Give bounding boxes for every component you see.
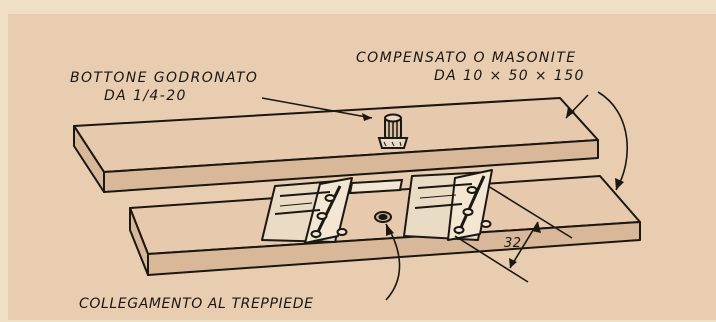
board-label-line1: COMPENSATO O MASONITE xyxy=(356,50,577,66)
leader-lines xyxy=(261,91,629,301)
hinge-slot xyxy=(348,178,404,195)
knob-label-line1: BOTTONE GODRONATO xyxy=(70,70,259,86)
tripod-hole xyxy=(374,211,392,223)
knurled-knob xyxy=(377,113,409,149)
dimension-mark xyxy=(454,185,573,283)
tripod-label: COLLEGAMENTO AL TREPPIEDE xyxy=(79,296,314,312)
knob-label-line2: DA 1/4-20 xyxy=(104,88,187,104)
upper-board xyxy=(73,97,599,193)
board-label-line2: DA 10 × 50 × 150 xyxy=(434,68,585,84)
left-hinge xyxy=(261,177,353,244)
dimension-label: 32 xyxy=(504,236,522,251)
right-hinge xyxy=(403,169,493,241)
